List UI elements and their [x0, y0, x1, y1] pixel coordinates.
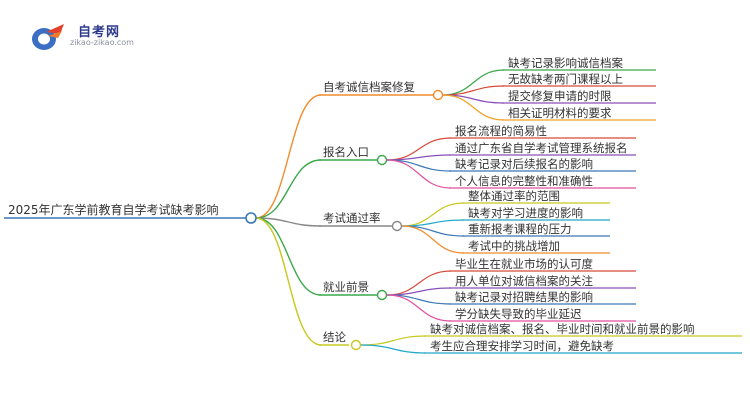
branch-link	[255, 159, 322, 219]
leaf-node-label: 重新报考课程的压力	[468, 222, 572, 236]
leaf-node-label: 考生应合理安排学习时间，避免缺考	[430, 339, 614, 353]
leaf-link	[360, 335, 427, 346]
branch-connector-icon[interactable]	[350, 339, 362, 351]
leaf-node-label: 通过广东省自学考试管理系统报名	[455, 141, 628, 155]
leaf-node-label: 学分缺失导致的毕业延迟	[455, 307, 582, 321]
branch-connector-icon[interactable]	[376, 154, 388, 166]
leaf-node-label: 报名流程的简易性	[455, 124, 547, 138]
leaf-node-label: 个人信息的完整性和准确性	[455, 174, 593, 188]
leaf-link	[442, 94, 505, 121]
leaf-link	[442, 69, 505, 96]
leaf-node-label: 缺考记录对招聘结果的影响	[455, 290, 593, 304]
leaf-link	[386, 159, 452, 189]
logo-title: 自考网	[78, 25, 121, 40]
branch-link	[255, 217, 322, 296]
leaf-node-label: 用人单位对诚信档案的关注	[455, 274, 593, 288]
leaf-node-label: 相关证明材料的要求	[508, 106, 612, 120]
branch-node-label: 报名入口	[323, 145, 369, 159]
leaf-node-label: 缺考对学习进度的影响	[468, 206, 583, 220]
leaf-link	[401, 225, 465, 254]
leaf-link	[360, 344, 427, 354]
mindmap-nodes: 2025年广东学前教育自学考试缺考影响 自考诚信档案修复 缺考记录影响诚信档案无故缺…	[8, 56, 695, 353]
leaf-node-label: 提交修复申请的时限	[508, 89, 612, 103]
branch-connector-icon[interactable]	[432, 89, 444, 101]
root-node-label: 2025年广东学前教育自学考试缺考影响	[8, 202, 219, 217]
logo: 自考网 zikao-zikao.com	[30, 20, 170, 54]
branch-connector-icon[interactable]	[376, 289, 388, 301]
branch-node-label: 结论	[323, 330, 346, 344]
leaf-link	[386, 159, 452, 172]
logo-mark-icon	[32, 24, 64, 50]
branch-node-label: 考试通过率	[323, 211, 381, 225]
branch-link	[255, 94, 322, 219]
leaf-link	[386, 137, 452, 161]
branch-node-label: 就业前景	[323, 280, 369, 294]
root-connector-icon[interactable]	[245, 212, 257, 224]
leaf-link	[386, 154, 452, 161]
branch-link	[255, 217, 322, 346]
leaf-link	[386, 294, 452, 322]
mindmap-links	[4, 69, 742, 354]
leaf-node-label: 缺考记录对后续报名的影响	[455, 157, 593, 171]
leaf-node-label: 考试中的挑战增加	[468, 239, 560, 253]
logo-url: zikao-zikao.com	[70, 38, 134, 47]
branch-node-label: 自考诚信档案修复	[323, 80, 415, 94]
leaf-node-label: 缺考对诚信档案、报名、毕业时间和就业前景的影响	[430, 322, 695, 336]
branch-connector-icon[interactable]	[391, 220, 403, 232]
leaf-node-label: 无故缺考两门课程以上	[508, 72, 623, 86]
leaf-node-label: 缺考记录影响诚信档案	[508, 56, 623, 70]
leaf-node-label: 毕业生在就业市场的认可度	[455, 257, 593, 271]
branch-link	[255, 217, 322, 227]
leaf-node-label: 整体通过率的范围	[468, 189, 560, 203]
